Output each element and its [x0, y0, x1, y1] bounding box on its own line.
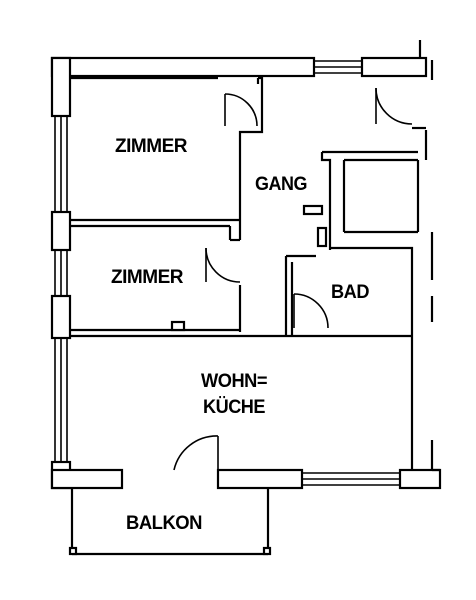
- room-label-gang: GANG: [255, 174, 307, 195]
- room-label-zimmer-middle: ZIMMER: [111, 267, 184, 288]
- room-label-bad: BAD: [331, 282, 369, 303]
- room-label-kueche: KÜCHE: [203, 397, 265, 418]
- interior-walls: [70, 76, 426, 470]
- doors: [173, 87, 413, 471]
- balcony-outline: [68, 488, 272, 556]
- windows: [54, 60, 400, 486]
- room-label-zimmer-top: ZIMMER: [115, 136, 188, 157]
- room-label-wohn: WOHN=: [201, 371, 267, 392]
- room-label-balkon: BALKON: [126, 513, 202, 534]
